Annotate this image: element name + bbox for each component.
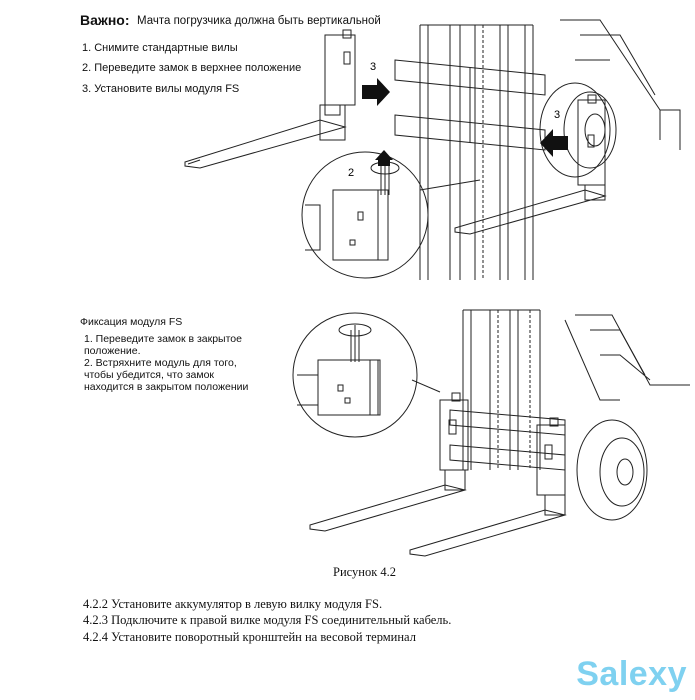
step-2: 2. Переведите замок в верхнее положение bbox=[82, 62, 302, 74]
callout-number-2: 2 bbox=[348, 167, 354, 179]
fixation-step-1-line-2: положение. bbox=[84, 345, 141, 357]
forklift-mast-bottom bbox=[462, 309, 690, 470]
fixation-title: Фиксация модуля FS bbox=[80, 316, 183, 328]
figure-top-illustration: 3 3 2 bbox=[184, 19, 681, 280]
lock-detail-zoom-top bbox=[301, 151, 481, 279]
left-fork-module-top bbox=[184, 29, 356, 169]
forklift-wheel-bottom bbox=[576, 419, 648, 521]
step-3: 3. Установите вилы модуля FS bbox=[82, 83, 240, 95]
fixation-step-2-line-3: находится в закрытом положении bbox=[84, 381, 249, 393]
paragraph-4-2-4: 4.2.4 Установите поворотный кронштейн на… bbox=[83, 630, 416, 644]
important-label: Важно: bbox=[80, 12, 130, 28]
paragraph-4-2-2: 4.2.2 Установите аккумулятор в левую вил… bbox=[83, 597, 383, 611]
fixation-step-1: 1. Переведите замок в закрытое положение… bbox=[84, 333, 242, 357]
fixation-step-2-line-1: 2. Встряхните модуль для того, bbox=[84, 357, 237, 369]
paragraph-4-2-3: 4.2.3 Подключите к правой вилке модуля F… bbox=[83, 613, 452, 627]
arrow-up-icon bbox=[375, 150, 393, 160]
important-note: Мачта погрузчика должна быть вертикально… bbox=[137, 15, 381, 27]
lock-detail-zoom-bottom bbox=[292, 312, 441, 438]
callout-number-3-right: 3 bbox=[554, 109, 560, 121]
fork-carriage-bottom bbox=[449, 409, 566, 471]
left-fork-module-bottom bbox=[309, 392, 469, 532]
figure-bottom-illustration bbox=[292, 309, 690, 557]
salexy-watermark: Salexy bbox=[576, 655, 687, 693]
fixation-step-2-line-2: чтобы убедится, что замок bbox=[84, 369, 215, 381]
fixation-step-2: 2. Встряхните модуль для того, чтобы убе… bbox=[84, 357, 248, 393]
figure-caption: Рисунок 4.2 bbox=[333, 565, 397, 579]
step-1: 1. Снимите стандартные вилы bbox=[82, 42, 238, 54]
arrows-top bbox=[362, 78, 568, 166]
callout-number-3-left: 3 bbox=[370, 61, 376, 73]
forklift-mast-top bbox=[419, 19, 681, 280]
fork-carriage-top bbox=[394, 59, 546, 151]
right-fork-module-bottom bbox=[409, 417, 567, 557]
arrow-right-icon bbox=[362, 78, 390, 106]
right-fork-module-top bbox=[454, 94, 607, 235]
arrow-left-icon bbox=[540, 129, 568, 157]
fixation-step-1-line-1: 1. Переведите замок в закрытое bbox=[84, 333, 242, 345]
